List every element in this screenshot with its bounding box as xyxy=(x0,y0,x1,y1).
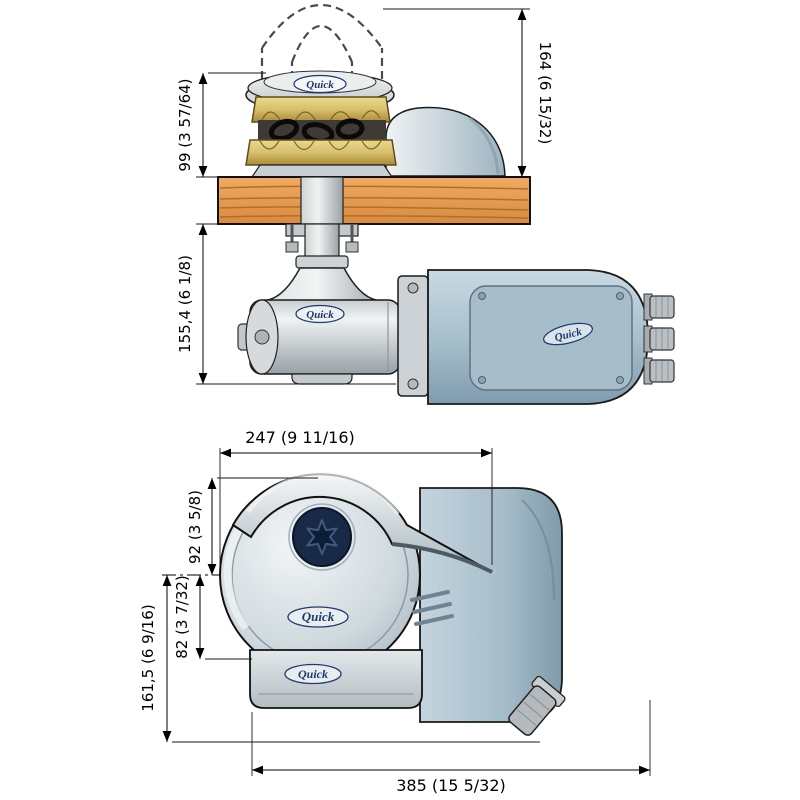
dim-total-height-above-deck-label: 164 (6 15/32) xyxy=(536,42,554,145)
dim-body-width-label: 247 (9 11/16) xyxy=(245,428,354,447)
quick-logo-gearbox: Quick xyxy=(295,304,345,324)
quick-logo-gearbox-text: Quick xyxy=(306,309,334,321)
gearbox: Quick xyxy=(237,299,401,385)
chainpipe-cover xyxy=(385,106,506,177)
dim-below-centerline-label: 82 (3 7/32) xyxy=(173,575,191,659)
dim-total-height-label: 161,5 (6 9/16) xyxy=(139,604,157,711)
dim-above-centerline: 92 (3 5/8) xyxy=(186,477,318,575)
drive-shaft-assembly xyxy=(267,176,377,305)
motor-side: Quick xyxy=(397,269,675,405)
quick-logo-motor: Quick xyxy=(543,322,593,346)
coupling-bell xyxy=(267,267,377,305)
quick-logo-base: Quick xyxy=(284,663,342,685)
star-icon xyxy=(306,519,338,555)
cable-glands xyxy=(643,293,675,385)
top-view: Quick xyxy=(176,3,675,405)
dim-depth-below-deck: 155,4 (6 1/8) xyxy=(176,223,396,385)
dim-drum-height-label: 99 (3 57/64) xyxy=(176,78,194,171)
motor-flange xyxy=(397,275,429,397)
quick-logo-face-text: Quick xyxy=(302,609,335,624)
dim-below-centerline: 82 (3 7/32) xyxy=(173,575,252,660)
deck-plank xyxy=(217,176,531,225)
top-cover xyxy=(231,472,493,574)
front-view: Quick Quick 247 xyxy=(139,428,651,795)
deck-studs xyxy=(285,224,359,253)
gypsy-base-bell xyxy=(250,164,394,178)
dim-total-height-above-deck: 164 (6 15/32) xyxy=(383,8,554,177)
quick-logo-base-text: Quick xyxy=(298,667,328,681)
dim-total-height: 161,5 (6 9/16) xyxy=(139,575,540,743)
quick-logo-face: Quick xyxy=(287,606,349,628)
chainpipe-cover-shade xyxy=(469,116,500,175)
chain-gypsy xyxy=(245,96,397,178)
junction-box-screws xyxy=(478,292,624,384)
dim-drum-height: 99 (3 57/64) xyxy=(176,72,266,178)
dim-body-width: 247 (9 11/16) xyxy=(219,428,493,565)
cable-gland xyxy=(643,293,675,321)
dim-total-length: 385 (15 5/32) xyxy=(251,700,651,795)
chainwheel-face: Quick xyxy=(219,474,421,676)
dim-depth-below-deck-label: 155,4 (6 1/8) xyxy=(176,255,194,353)
cable-gland-front xyxy=(508,675,566,736)
quick-logo-cap: Quick xyxy=(293,74,347,94)
cable-gland xyxy=(643,325,675,353)
dim-total-length-label: 385 (15 5/32) xyxy=(396,776,505,795)
grip-lines xyxy=(410,590,454,626)
base-housing: Quick xyxy=(249,649,423,709)
cable-gland xyxy=(643,357,675,385)
motor-housing-seam xyxy=(521,499,555,601)
torx-socket xyxy=(288,503,356,571)
quick-logo-cap-text: Quick xyxy=(306,79,334,91)
dim-above-centerline-label: 92 (3 5/8) xyxy=(186,490,204,564)
